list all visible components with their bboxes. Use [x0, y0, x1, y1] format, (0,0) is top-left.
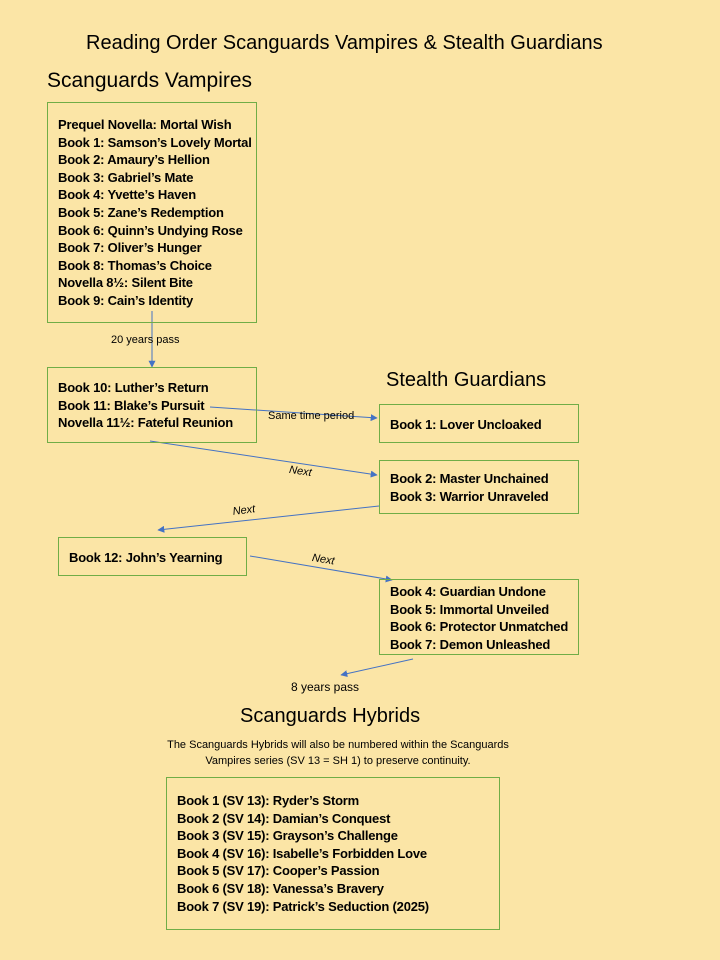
book-line: Book 4 (SV 16): Isabelle’s Forbidden Lov…: [177, 845, 427, 861]
hybrids-note-line-1: The Scanguards Hybrids will also be numb…: [167, 739, 509, 751]
book-line: Book 6 (SV 18): Vanessa’s Bravery: [177, 880, 384, 896]
book-line: Prequel Novella: Mortal Wish: [58, 117, 232, 132]
arrow-8-years: [340, 658, 414, 678]
sg-books-4-7-box: Book 4: Guardian Undone Book 5: Immortal…: [379, 579, 579, 655]
arrow-same-time: [209, 406, 378, 422]
book-line: Book 7: Demon Unleashed: [390, 636, 551, 652]
arrow-next-2: [157, 505, 380, 533]
book-line: Book 11: Blake’s Pursuit: [58, 397, 205, 413]
twenty-years-label: 20 years pass: [111, 334, 180, 346]
sg-books-2-3-list: Book 2: Master Unchained Book 3: Warrior…: [390, 470, 549, 505]
hybrids-note-line-2: Vampires series (SV 13 = SH 1) to preser…: [205, 755, 471, 767]
sg-books-4-7-list: Book 4: Guardian Undone Book 5: Immortal…: [390, 583, 568, 653]
book-line: Book 1: Samson’s Lovely Mortal: [58, 134, 252, 150]
page-title: Reading Order Scanguards Vampires & Stea…: [86, 32, 603, 54]
stealth-guardians-heading: Stealth Guardians: [386, 369, 547, 391]
book-line: Book 3: Warrior Unraveled: [390, 488, 549, 504]
book-line: Book 12: John’s Yearning: [69, 550, 223, 565]
arrow-next-3: [249, 555, 393, 583]
book-line: Book 5 (SV 17): Cooper’s Passion: [177, 863, 380, 879]
book-line: Book 6: Quinn’s Undying Rose: [58, 222, 243, 238]
book-line: Book 10: Luther’s Return: [58, 380, 209, 395]
sv-books-1-9-list: Prequel Novella: Mortal Wish Book 1: Sam…: [58, 116, 252, 310]
scanguards-vampires-heading: Scanguards Vampires: [47, 69, 253, 92]
book-line: Book 2: Master Unchained: [390, 471, 549, 486]
book-line: Book 5: Immortal Unveiled: [390, 601, 549, 617]
scanguards-hybrids-heading: Scanguards Hybrids: [240, 705, 421, 727]
book-line: Book 7 (SV 19): Patrick’s Seduction (202…: [177, 898, 429, 914]
book-line: Book 3: Gabriel’s Mate: [58, 169, 194, 185]
book-line: Novella 11½: Fateful Reunion: [58, 415, 233, 431]
sv-book-12-list: Book 12: John’s Yearning: [69, 549, 223, 567]
book-line: Book 8: Thomas’s Choice: [58, 257, 212, 273]
book-line: Book 9: Cain’s Identity: [58, 292, 194, 308]
book-line: Book 2 (SV 14): Damian’s Conquest: [177, 810, 391, 826]
same-time-label: Same time period: [268, 410, 355, 422]
book-line: Novella 8½: Silent Bite: [58, 275, 193, 291]
arrow-next-1: [149, 440, 378, 478]
sv-books-10-11-box: Book 10: Luther’s Return Book 11: Blake’…: [47, 367, 257, 443]
book-line: Book 4: Yvette’s Haven: [58, 187, 196, 203]
hybrids-note: The Scanguards Hybrids will also be numb…: [130, 737, 546, 769]
book-line: Book 6: Protector Unmatched: [390, 619, 569, 635]
sv-books-1-9-box: Prequel Novella: Mortal Wish Book 1: Sam…: [47, 102, 257, 323]
sg-books-2-3-box: Book 2: Master Unchained Book 3: Warrior…: [379, 460, 579, 514]
book-line: Book 4: Guardian Undone: [390, 584, 546, 599]
hybrids-box: Book 1 (SV 13): Ryder’s Storm Book 2 (SV…: [166, 777, 500, 930]
book-line: Book 3 (SV 15): Grayson’s Challenge: [177, 828, 398, 844]
book-line: Book 2: Amaury’s Hellion: [58, 152, 210, 168]
eight-years-label: 8 years pass: [291, 680, 360, 694]
hybrids-list: Book 1 (SV 13): Ryder’s Storm Book 2 (SV…: [177, 792, 429, 915]
book-line: Book 1: Lover Uncloaked: [390, 417, 542, 432]
book-line: Book 7: Oliver’s Hunger: [58, 240, 202, 256]
sv-book-12-box: Book 12: John’s Yearning: [58, 537, 247, 576]
sg-book-1-list: Book 1: Lover Uncloaked: [390, 416, 542, 434]
book-line: Book 1 (SV 13): Ryder’s Storm: [177, 793, 360, 808]
book-line: Book 5: Zane’s Redemption: [58, 204, 224, 220]
sg-book-1-box: Book 1: Lover Uncloaked: [379, 404, 579, 443]
sv-books-10-11-list: Book 10: Luther’s Return Book 11: Blake’…: [58, 379, 233, 432]
